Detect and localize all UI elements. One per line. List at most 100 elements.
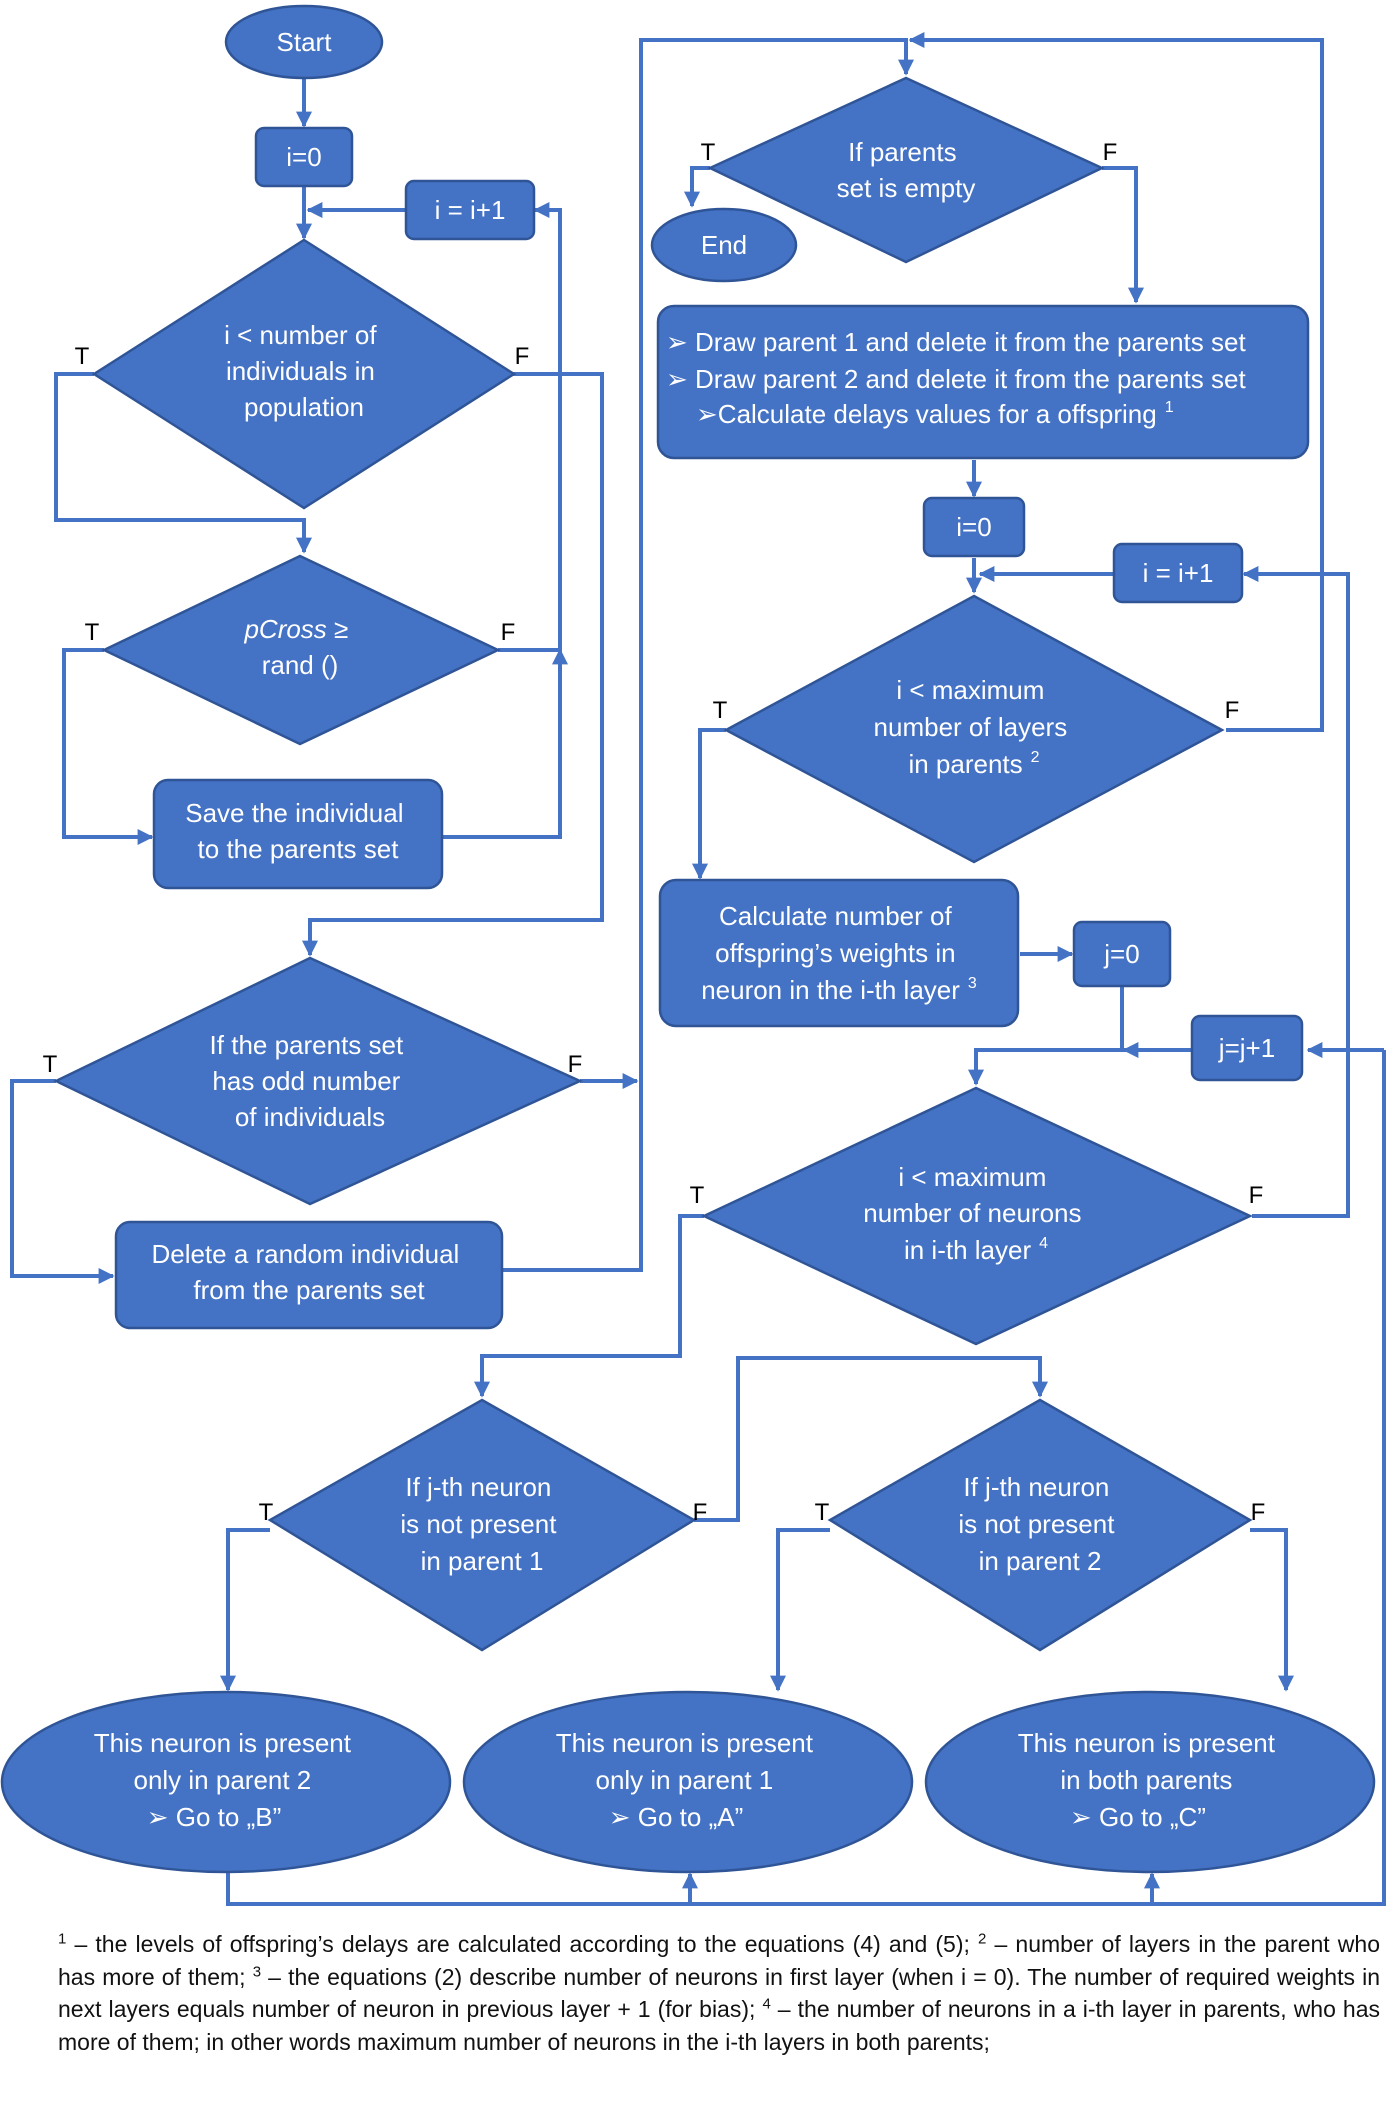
svg-text:➢ Draw parent 1 and delete it: ➢ Draw parent 1 and delete it from the p… — [666, 327, 1253, 429]
not-in-parent2-true-label: T — [815, 1499, 830, 1526]
footnote: 1 – the levels of offspring’s delays are… — [58, 1928, 1380, 2058]
layers-loop-true-label: T — [713, 697, 728, 724]
pcross-op: ≥ — [327, 614, 349, 644]
inc-i2-label: i = i+1 — [1143, 558, 1214, 588]
footnote-ref-1: 1 — [58, 1930, 67, 1948]
draw-bullet-3: ➢ — [696, 399, 718, 429]
result-a-node: This neuron is present only in parent 1 … — [462, 1690, 914, 1874]
result-c-line2: in both parents — [1060, 1765, 1232, 1795]
svg-text:If the parents set has o: If the parents set has odd number of ind… — [210, 1030, 411, 1132]
edge-save-to-return — [443, 648, 568, 839]
loop-individuals-line2: individuals in — [226, 356, 375, 386]
svg-text:i < maximum number of ne: i < maximum number of neurons in i-th la… — [863, 1162, 1088, 1265]
odd-check-line1: If the parents set — [210, 1030, 404, 1060]
inc-i-label: i = i+1 — [435, 195, 506, 225]
init-i-label: i=0 — [286, 142, 321, 172]
edge-p1-true — [220, 1528, 270, 1692]
draw-line-2: Draw parent 2 and delete it from the par… — [695, 364, 1246, 394]
save-individual-line1: Save the individual — [185, 798, 403, 828]
pcross-true-label: T — [85, 619, 100, 646]
delete-random-line1: Delete a random individual — [151, 1239, 459, 1269]
not-in-parent2-line1: If j-th neuron — [963, 1472, 1109, 1502]
save-individual-box: Save the individual to the parents set — [152, 778, 444, 890]
pcross-var: pCross — [243, 614, 326, 644]
layers-loop-line2: number of layers — [874, 712, 1068, 742]
pcross-false-label: F — [501, 619, 516, 646]
footnote-text-2: – number of layers in the parent who has… — [58, 1931, 1380, 1990]
loop-individuals-line1: i < number of — [224, 320, 377, 350]
not-in-parent2-line3: in parent 2 — [979, 1546, 1102, 1576]
result-c-node: This neuron is present in both parents ➢… — [924, 1690, 1376, 1874]
svg-text:Save the individual to t: Save the individual to the parents set — [185, 798, 411, 864]
parents-empty-false-label: F — [1103, 139, 1118, 166]
draw-footnote-ref: 1 — [1165, 399, 1174, 416]
connectors — [10, 32, 1386, 1906]
neurons-loop-line2: number of neurons — [863, 1198, 1081, 1228]
loop-individuals-true-label: T — [75, 343, 90, 370]
not-in-parent1-line1: If j-th neuron — [405, 1472, 551, 1502]
footnote-text-1: – the levels of offspring’s delays are c… — [66, 1931, 979, 1957]
neurons-loop-decision: i < maximum number of neurons in i-th la… — [690, 1086, 1263, 1346]
svg-text:i < number of individual: i < number of individuals in population — [224, 320, 384, 422]
edge-neurons-false — [1242, 566, 1350, 1218]
loop-individuals-decision: i < number of individuals in population … — [75, 238, 529, 510]
result-b-node: This neuron is present only in parent 2 … — [0, 1690, 452, 1874]
odd-check-false-label: F — [568, 1051, 583, 1078]
init-j-box: j=0 — [1072, 920, 1172, 988]
not-in-parent2-decision: If j-th neuron is not present in parent … — [815, 1398, 1265, 1652]
footnote-ref-4: 4 — [762, 1995, 771, 2013]
end-node: End — [650, 207, 798, 283]
footnote-ref-2: 2 — [978, 1930, 987, 1948]
draw-line-3: Calculate delays values for a offspring — [718, 399, 1157, 429]
layers-loop-line1: i < maximum — [896, 675, 1044, 705]
svg-text:This neuron is present o: This neuron is present only in parent 2 … — [94, 1728, 358, 1832]
footnote-text-4: – the number of neurons in a i-th layer … — [58, 1996, 1380, 2055]
parents-empty-line1: If parents — [848, 137, 956, 167]
draw-line-1: Draw parent 1 and delete it from the par… — [695, 327, 1246, 357]
edge-p2-true — [770, 1528, 830, 1692]
svg-text:If j-th neuron is not pr: If j-th neuron is not present in parent … — [400, 1472, 563, 1576]
layers-loop-line3: in parents — [908, 749, 1022, 779]
flowchart: Start i=0 i = i+1 i < number of individu… — [0, 4, 1386, 1906]
start-label: Start — [277, 27, 333, 57]
not-in-parent1-false-label: F — [693, 1499, 708, 1526]
pcross-decision: pCross ≥ rand () T F — [85, 554, 516, 746]
svg-text:pCross ≥ rand (): pCross ≥ rand () — [243, 614, 355, 680]
svg-text:This neuron is present o: This neuron is present only in parent 1 … — [556, 1728, 820, 1832]
result-c-line1: This neuron is present — [1018, 1728, 1276, 1758]
neurons-loop-true-label: T — [690, 1182, 705, 1209]
edge-p1-false — [694, 1356, 1048, 1522]
edge-loop-false — [302, 372, 604, 957]
odd-check-line3: of individuals — [235, 1102, 385, 1132]
svg-text:Delete a random individual: Delete a random individual from the pare… — [151, 1239, 466, 1305]
edge-empty-true — [684, 166, 710, 208]
loop-individuals-line3: population — [244, 392, 364, 422]
result-c-goto: Go to „C” — [1099, 1802, 1206, 1832]
not-in-parent1-line3: in parent 1 — [421, 1546, 544, 1576]
init-i2-label: i=0 — [956, 512, 991, 542]
svg-text:If parents set is empty: If parents set is empty — [837, 137, 976, 203]
calc-weights-line1: Calculate number of — [719, 901, 952, 931]
neurons-footnote-ref: 4 — [1039, 1235, 1048, 1252]
result-a-bullet: ➢ — [609, 1802, 631, 1832]
svg-text:If j-th neuron is not pr: If j-th neuron is not present in parent … — [958, 1472, 1121, 1576]
result-b-line2: only in parent 2 — [133, 1765, 311, 1795]
odd-check-decision: If the parents set has odd number of ind… — [43, 956, 584, 1206]
layers-loop-false-label: F — [1225, 697, 1240, 724]
delete-random-line2: from the parents set — [193, 1275, 425, 1305]
inc-i2-box: i = i+1 — [1112, 542, 1244, 604]
svg-text:This neuron is present i: This neuron is present in both parents ➢… — [1018, 1728, 1282, 1832]
result-a-goto: Go to „A” — [638, 1802, 743, 1832]
calc-weights-line3: neuron in the i-th layer — [701, 975, 960, 1005]
inc-j-label: j=j+1 — [1218, 1033, 1275, 1063]
odd-check-line2: has odd number — [212, 1066, 400, 1096]
inc-i-box: i = i+1 — [404, 179, 536, 241]
edge-neurons-true — [474, 1214, 704, 1398]
edge-layers-false — [908, 32, 1324, 732]
parents-empty-decision: If parents set is empty T F — [701, 76, 1118, 264]
result-b-bullet: ➢ — [147, 1802, 169, 1832]
result-c-bullet: ➢ — [1070, 1802, 1092, 1832]
edge-j0-to-neurons — [968, 986, 1124, 1086]
edge-empty-false — [1102, 166, 1144, 304]
